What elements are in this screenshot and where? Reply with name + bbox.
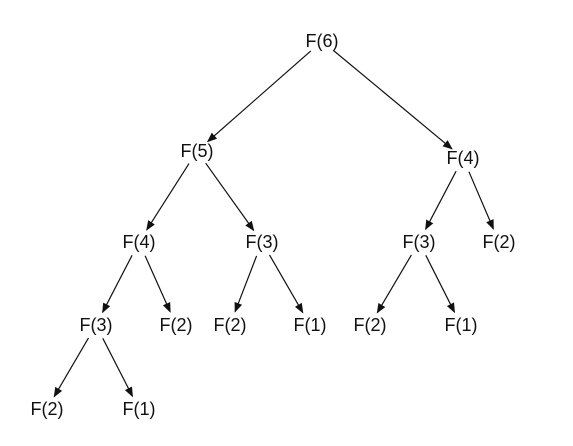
arrow-n3-to-n6 (425, 170, 457, 231)
arrow-n1-to-n3 (333, 50, 453, 150)
node-f3-right: F(3) (403, 232, 436, 252)
arrow-n8-to-n14 (53, 337, 90, 398)
arrow-n2-to-n5 (205, 162, 255, 232)
node-f1-a: F(1) (294, 315, 327, 335)
node-f6: F(6) (306, 31, 339, 51)
node-f3-left: F(3) (80, 315, 113, 335)
node-f2-c: F(2) (354, 315, 387, 335)
arrow-n3-to-n7 (468, 171, 494, 230)
arrow-n2-to-n4 (146, 163, 190, 231)
arrow-n8-to-n15 (102, 338, 134, 398)
nodes-layer: F(6) F(5) F(4) F(4) F(3) F(3) F(2) F(3) … (31, 31, 516, 419)
node-f2-right: F(2) (483, 232, 516, 252)
arrow-n6-to-n12 (376, 254, 412, 314)
node-f1-c: F(1) (123, 399, 156, 419)
node-f5: F(5) (181, 141, 214, 161)
arrow-n5-to-n10 (234, 255, 258, 313)
arrow-n4-to-n9 (144, 255, 171, 313)
node-f4-right: F(4) (447, 148, 480, 168)
edges-layer (53, 50, 494, 398)
arrow-n4-to-n8 (102, 255, 133, 314)
arrow-n5-to-n11 (268, 254, 304, 314)
arrow-n6-to-n13 (425, 255, 456, 314)
node-f4-left: F(4) (123, 232, 156, 252)
node-f1-b: F(1) (445, 315, 478, 335)
node-f2-d: F(2) (31, 399, 64, 419)
node-f2-a: F(2) (160, 315, 193, 335)
node-f3-mid: F(3) (246, 232, 279, 252)
node-f2-b: F(2) (214, 315, 247, 335)
arrow-n1-to-n2 (206, 50, 312, 143)
